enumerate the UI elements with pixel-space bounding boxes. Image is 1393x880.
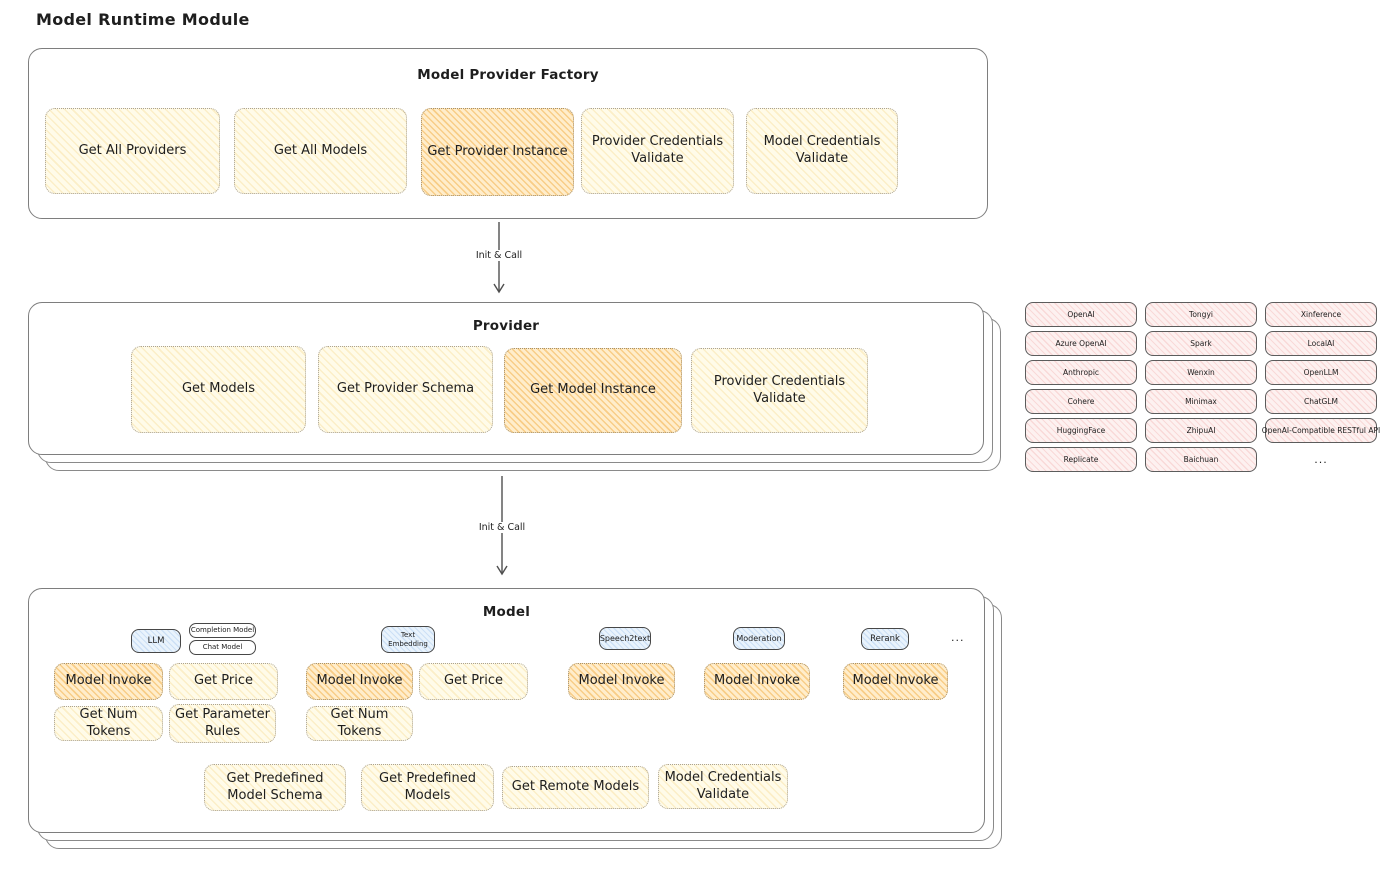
provider-openllm: OpenLLM [1265, 360, 1377, 385]
provider-wenxin: Wenxin [1145, 360, 1257, 385]
node-model-credentials-validate: Model Credentials Validate [746, 108, 898, 194]
provider-localai: LocalAI [1265, 331, 1377, 356]
arrow-label-init-call-1: Init & Call [470, 250, 528, 261]
factory-container: Model Provider Factory Get All Providers… [28, 48, 988, 219]
node-provider-credentials-validate-2: Provider Credentials Validate [691, 348, 868, 433]
node-speech2text-model-invoke: Model Invoke [568, 663, 675, 700]
node-llm-get-parameter-rules: Get Parameter Rules [169, 704, 276, 743]
provider-anthropic: Anthropic [1025, 360, 1137, 385]
node-get-predefined-models: Get Predefined Models [361, 764, 494, 811]
provider-openai: OpenAI [1025, 302, 1137, 327]
diagram-title: Model Runtime Module [36, 10, 250, 29]
provider-cohere: Cohere [1025, 389, 1137, 414]
model-container: Model LLM Completion Model Chat Model Te… [28, 588, 1002, 849]
factory-title: Model Provider Factory [417, 67, 599, 83]
arrow-label-init-call-2: Init & Call [473, 522, 531, 533]
provider-replicate: Replicate [1025, 447, 1137, 472]
tag-llm: LLM [131, 629, 181, 653]
node-model-credentials-validate-2: Model Credentials Validate [658, 764, 788, 809]
node-get-predefined-model-schema: Get Predefined Model Schema [204, 764, 346, 811]
node-embedding-get-num-tokens: Get Num Tokens [306, 706, 413, 741]
provider-openai-compatible: OpenAI-Compatible RESTful API [1262, 418, 1380, 443]
node-llm-get-num-tokens: Get Num Tokens [54, 706, 163, 741]
provider-spark: Spark [1145, 331, 1257, 356]
provider-chatglm: ChatGLM [1265, 389, 1377, 414]
node-get-all-models: Get All Models [234, 108, 407, 194]
node-get-provider-instance: Get Provider Instance [421, 108, 574, 196]
model-title: Model [482, 604, 531, 620]
providers-list: OpenAI Tongyi Xinference Azure OpenAI Sp… [1025, 302, 1380, 472]
node-get-model-instance: Get Model Instance [504, 348, 682, 433]
node-get-all-providers: Get All Providers [45, 108, 220, 194]
node-get-remote-models: Get Remote Models [502, 766, 649, 809]
node-llm-model-invoke: Model Invoke [54, 663, 163, 700]
provider-minimax: Minimax [1145, 389, 1257, 414]
tag-chat-model: Chat Model [189, 640, 256, 655]
node-llm-get-price: Get Price [169, 663, 278, 700]
provider-title: Provider [472, 318, 540, 334]
node-moderation-model-invoke: Model Invoke [704, 663, 810, 700]
provider-zhipuai: ZhipuAI [1145, 418, 1257, 443]
providers-more-ellipsis: ... [1314, 453, 1328, 466]
provider-tongyi: Tongyi [1145, 302, 1257, 327]
tag-rerank: Rerank [861, 628, 909, 650]
tag-speech2text: Speech2text [599, 627, 651, 650]
provider-container: Provider Get Models Get Provider Schema … [28, 302, 1001, 471]
tag-text-embedding: Text Embedding [381, 626, 435, 653]
node-get-provider-schema: Get Provider Schema [318, 346, 493, 433]
model-tags-more-ellipsis: ... [951, 631, 965, 644]
tag-moderation: Moderation [733, 627, 785, 650]
node-embedding-model-invoke: Model Invoke [306, 663, 413, 700]
node-provider-credentials-validate: Provider Credentials Validate [581, 108, 734, 194]
node-get-models: Get Models [131, 346, 306, 433]
provider-azure-openai: Azure OpenAI [1025, 331, 1137, 356]
provider-baichuan: Baichuan [1145, 447, 1257, 472]
tag-completion-model: Completion Model [189, 623, 256, 638]
node-embedding-get-price: Get Price [419, 663, 528, 700]
provider-huggingface: HuggingFace [1025, 418, 1137, 443]
provider-xinference: Xinference [1265, 302, 1377, 327]
node-rerank-model-invoke: Model Invoke [843, 663, 948, 700]
